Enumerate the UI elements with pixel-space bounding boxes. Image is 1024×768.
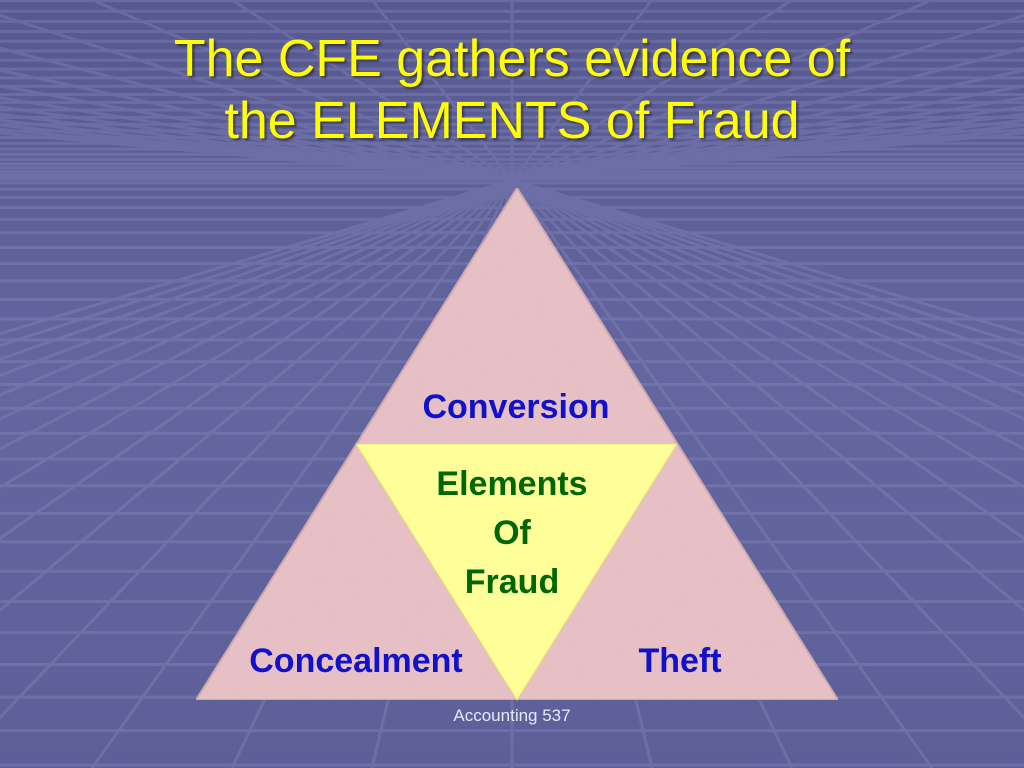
label-conversion: Conversion — [422, 388, 610, 426]
slide-title-line-2: the ELEMENTS of Fraud — [224, 92, 800, 150]
grid-line — [0, 178, 513, 361]
grid-line — [0, 112, 513, 182]
grid-line — [511, 131, 1024, 182]
grid-line — [511, 178, 1024, 361]
center-label-line-2: Of — [493, 514, 531, 552]
grid-line — [511, 112, 1024, 182]
grid-line — [0, 178, 513, 397]
grid-line — [511, 0, 933, 182]
center-label-line-1: Elements — [436, 465, 588, 503]
grid-line — [0, 131, 513, 182]
grid-line — [511, 46, 1024, 182]
slide-title-line-1: The CFE gathers evidence of — [173, 30, 851, 88]
grid-line — [511, 0, 793, 182]
grid-line — [511, 178, 1024, 347]
slide-title: The CFE gathers evidence of the ELEMENTS… — [0, 28, 1024, 152]
grid-line — [510, 0, 654, 181]
grid-line — [0, 178, 513, 336]
grid-line — [91, 0, 513, 182]
grid-line — [511, 13, 1024, 182]
grid-line — [510, 178, 1024, 720]
grid-line — [90, 179, 514, 768]
grid-line — [0, 178, 514, 720]
grid-line — [511, 178, 1024, 336]
grid-line — [0, 118, 513, 182]
center-inverted-triangle — [355, 443, 678, 701]
grid-line — [510, 179, 934, 768]
grid-line — [370, 0, 514, 181]
grid-line — [0, 178, 513, 451]
grid-line — [0, 46, 513, 182]
grid-line — [0, 178, 513, 613]
grid-line — [0, 178, 513, 541]
slide-footer: Accounting 537 — [453, 706, 571, 725]
grid-line — [511, 96, 1024, 182]
grid-line — [0, 13, 513, 182]
grid-line — [0, 178, 513, 347]
grid-line — [0, 178, 513, 489]
grid-line — [511, 123, 1024, 182]
grid-line — [511, 178, 1024, 541]
grid-line — [511, 118, 1024, 182]
grid-line — [511, 178, 1024, 397]
label-theft: Theft — [638, 642, 722, 680]
grid-line — [511, 178, 1024, 421]
grid-line — [0, 123, 513, 182]
center-label-line-3: Fraud — [464, 563, 560, 601]
grid-line — [0, 105, 513, 182]
grid-line — [231, 0, 513, 182]
grid-line — [511, 105, 1024, 182]
grid-line — [0, 127, 513, 182]
grid-line — [511, 68, 1024, 182]
grid-line — [511, 178, 1024, 613]
grid-line — [511, 127, 1024, 182]
label-concealment: Concealment — [249, 642, 463, 680]
center-label: Elements Of Fraud — [412, 460, 612, 607]
grid-line — [511, 178, 1024, 489]
grid-line — [511, 178, 1024, 378]
grid-line — [0, 178, 513, 421]
grid-line — [0, 68, 513, 182]
grid-line — [511, 178, 1024, 451]
grid-line — [511, 84, 1024, 182]
grid-line — [0, 96, 513, 182]
grid-line — [0, 84, 513, 182]
grid-line — [0, 178, 513, 378]
